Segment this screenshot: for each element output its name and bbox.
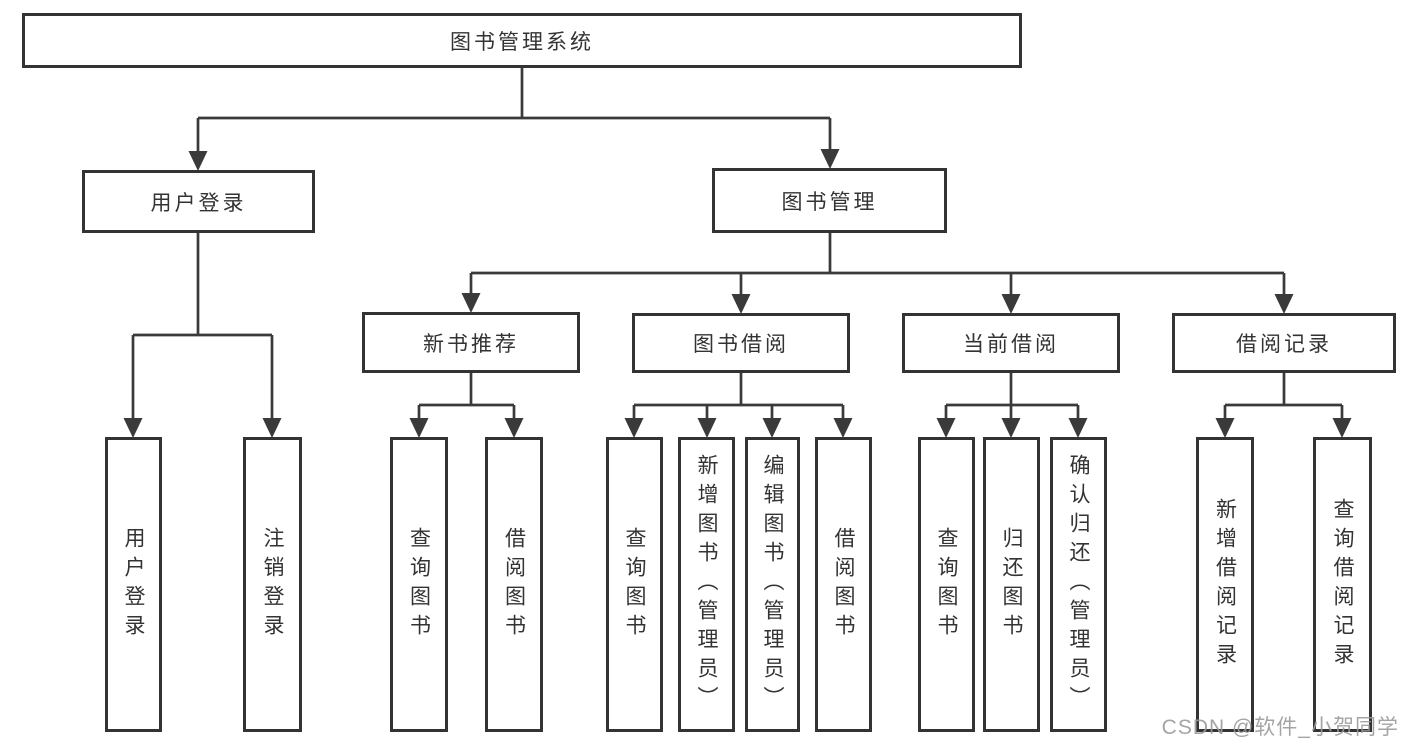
node-label: 新增图书（管理员） [695, 454, 718, 715]
node-label: 编辑图书（管理员） [761, 454, 784, 715]
arrowhead-down-icon [731, 294, 751, 314]
arrowhead-down-icon [762, 418, 782, 438]
node-user-login: 用户登录 [82, 170, 315, 233]
csdn-watermark: CSDN @软件_小贺同学 [1161, 716, 1399, 739]
leaf-borrow-books-1: 借阅图书 [485, 437, 543, 732]
arrowhead-down-icon [461, 293, 481, 313]
leaf-query-books-2: 查询图书 [606, 437, 663, 732]
arrowhead-down-icon [820, 149, 840, 169]
node-label: 借阅图书 [832, 526, 855, 643]
node-label: 当前借阅 [963, 333, 1059, 356]
arrowhead-down-icon [833, 418, 853, 438]
arrowhead-down-icon [697, 418, 717, 438]
node-label: 图书管理系统 [450, 30, 594, 54]
node-label: 查询图书 [935, 526, 958, 643]
node-root: 图书管理系统 [22, 13, 1022, 68]
leaf-query-borrow-record: 查询借阅记录 [1313, 437, 1372, 732]
leaf-query-books-1: 查询图书 [390, 437, 448, 732]
node-label: 图书管理 [781, 190, 878, 214]
node-label: 新增借阅记录 [1213, 497, 1237, 672]
node-label: 注销登录 [261, 526, 284, 643]
leaf-add-books-admin: 新增图书（管理员） [678, 437, 735, 732]
arrowhead-down-icon [1332, 418, 1352, 438]
node-book-borrow: 图书借阅 [632, 313, 850, 373]
arrowhead-down-icon [1001, 294, 1021, 314]
leaf-borrow-books-2: 借阅图书 [815, 437, 872, 732]
arrowhead-down-icon [624, 418, 644, 438]
node-label: 图书借阅 [693, 333, 789, 356]
node-label: 归还图书 [1000, 526, 1023, 643]
node-label: 借阅记录 [1236, 333, 1332, 356]
node-label: 查询图书 [407, 526, 431, 643]
leaf-user-login: 用户登录 [105, 437, 162, 732]
arrowhead-down-icon [1215, 418, 1235, 438]
node-label: 查询借阅记录 [1331, 497, 1354, 672]
leaf-return-books: 归还图书 [983, 437, 1040, 732]
leaf-logout: 注销登录 [243, 437, 302, 732]
node-new-book-recommend: 新书推荐 [362, 312, 580, 373]
node-label: 新书推荐 [423, 332, 519, 356]
arrowhead-down-icon [504, 418, 524, 438]
arrowhead-down-icon [262, 418, 282, 438]
leaf-confirm-return-admin: 确认归还（管理员） [1050, 437, 1107, 732]
node-label: 确认归还（管理员） [1067, 454, 1090, 715]
node-borrow-records: 借阅记录 [1172, 313, 1396, 373]
arrowhead-down-icon [1068, 418, 1088, 438]
node-label: 借阅图书 [502, 526, 526, 643]
node-label: 用户登录 [150, 191, 247, 215]
leaf-query-books-3: 查询图书 [918, 437, 975, 732]
node-label: 查询图书 [623, 526, 646, 643]
leaf-edit-books-admin: 编辑图书（管理员） [745, 437, 800, 732]
arrowhead-down-icon [409, 418, 429, 438]
arrowhead-down-icon [188, 151, 208, 171]
node-label: 用户登录 [122, 526, 145, 643]
leaf-add-borrow-record: 新增借阅记录 [1196, 437, 1254, 732]
arrowhead-down-icon [123, 418, 143, 438]
node-book-management: 图书管理 [712, 168, 947, 233]
arrowhead-down-icon [1001, 418, 1021, 438]
arrowhead-down-icon [1274, 294, 1294, 314]
arrowhead-down-icon [936, 418, 956, 438]
node-current-borrow: 当前借阅 [902, 313, 1120, 373]
